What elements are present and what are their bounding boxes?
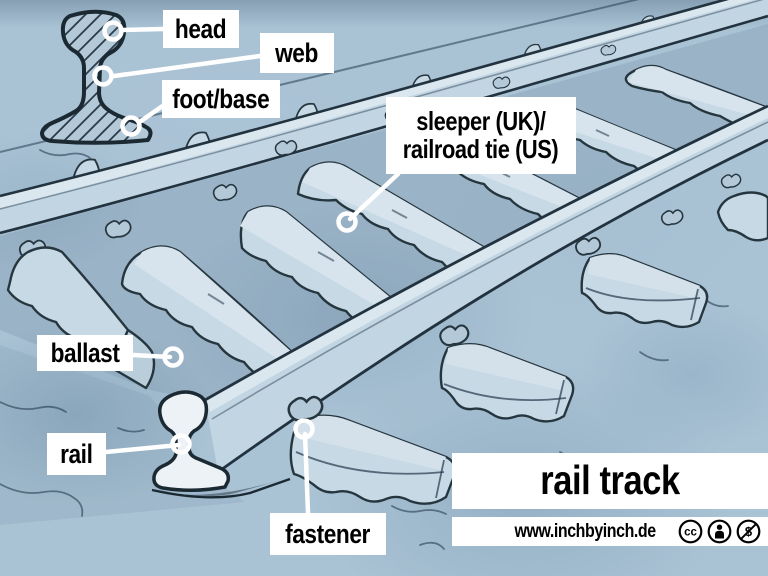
fastener-clip <box>659 207 685 227</box>
callout-ring-foot <box>120 115 142 137</box>
callout-line-web <box>111 53 263 79</box>
callout-lines <box>103 26 401 516</box>
label-foot-base-text: foot/base <box>172 83 270 114</box>
callout-line-head <box>121 26 166 33</box>
callout-ring-fastener <box>293 418 315 440</box>
callout-rings <box>92 20 358 455</box>
license-icons: cc $ <box>678 519 761 544</box>
label-sleeper-line1: sleeper (UK)/ <box>416 106 546 137</box>
callout-line-foot <box>138 102 167 124</box>
page-title: rail track <box>540 457 680 504</box>
callout-line-fastener <box>302 431 311 516</box>
label-sleeper-line2: railroad tie (US) <box>403 133 559 164</box>
cc-noncommercial-icon: $ <box>736 519 761 544</box>
cc-attribution-icon <box>707 519 732 544</box>
website-url: www.inchbyinch.de <box>514 520 656 542</box>
label-head-text: head <box>175 13 227 44</box>
callout-ring-rail <box>170 433 192 455</box>
label-ballast: ballast <box>37 335 133 371</box>
sleeper-end-blocks <box>289 191 768 505</box>
near-rail <box>204 104 768 474</box>
label-rail: rail <box>47 433 106 475</box>
label-rail-text: rail <box>60 438 93 469</box>
label-sleeper: sleeper (UK)/ railroad tie (US) <box>386 97 576 174</box>
label-web: web <box>260 33 334 73</box>
label-foot-base: foot/base <box>162 80 280 118</box>
callout-line-rail <box>103 442 182 455</box>
label-head: head <box>163 10 239 48</box>
far-rail <box>0 0 768 235</box>
sleeper-end-block <box>716 191 768 242</box>
label-ballast-text: ballast <box>50 337 120 368</box>
callout-ring-head <box>102 20 124 42</box>
label-fastener: fastener <box>270 513 386 555</box>
cc-license-icon: cc <box>678 519 703 544</box>
callout-ring-sleeper <box>336 211 358 233</box>
rail-profile-end <box>151 390 291 499</box>
callout-line-sleeper <box>347 171 401 222</box>
fastener-clip <box>719 172 743 190</box>
fastener-clip <box>437 322 471 348</box>
callout-ring-ballast <box>162 346 184 368</box>
label-fastener-text: fastener <box>285 518 371 549</box>
label-web-text: web <box>275 37 319 68</box>
website-bar: www.inchbyinch.de cc $ <box>452 517 768 546</box>
title-bar: rail track <box>452 453 768 509</box>
svg-text:cc: cc <box>684 527 697 539</box>
callout-ring-web <box>92 65 114 87</box>
